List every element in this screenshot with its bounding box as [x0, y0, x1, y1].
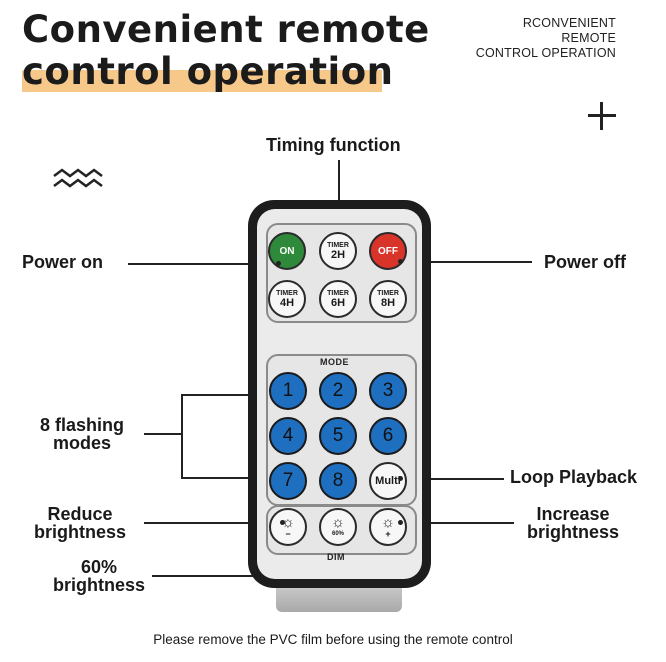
connector-modes-stem: [144, 433, 182, 435]
plus-sign: +: [385, 528, 391, 539]
timer-4h-label: 4H: [279, 296, 295, 309]
mode-6-button[interactable]: 6: [369, 417, 407, 455]
timer-word: TIMER: [276, 289, 298, 297]
label-reduce-brightness: Reduce brightness: [26, 505, 134, 541]
label-line: 8 flashing: [39, 415, 124, 435]
label-8-flashing-modes: 8 flashing modes: [30, 416, 134, 452]
connector-timing: [338, 160, 340, 222]
timer-4h-button[interactable]: TIMER 4H: [268, 280, 306, 318]
zigzag-icon: [53, 168, 103, 188]
label-power-off: Power off: [544, 252, 627, 272]
mode-4-button[interactable]: 4: [269, 417, 307, 455]
mode-5-button[interactable]: 5: [319, 417, 357, 455]
connector-power-on: [128, 263, 278, 265]
subtitle-line: REMOTE: [561, 31, 616, 45]
title-highlight-bar: [22, 70, 382, 92]
timer-2h-button[interactable]: TIMER 2H: [319, 232, 357, 270]
brightness-60-button[interactable]: ☼ 60%: [319, 508, 357, 546]
remote-control: ON TIMER 2H OFF TIMER 4H TIMER 6H TIMER …: [248, 200, 431, 588]
mode-number: 2: [332, 380, 344, 401]
mode-number: 3: [382, 380, 394, 401]
connector-loop: [400, 478, 504, 480]
power-on-button[interactable]: ON: [268, 232, 306, 270]
percent-label: 60%: [331, 530, 344, 537]
timer-word: TIMER: [327, 241, 349, 249]
connector-dot: [398, 259, 403, 264]
subtitle-line: RCONVENIENT: [522, 16, 616, 30]
connector-dot: [398, 476, 403, 481]
mode-2-button[interactable]: 2: [319, 372, 357, 410]
label-line: Reduce: [47, 504, 113, 524]
connector-reduce: [144, 522, 282, 524]
power-off-label: OFF: [378, 245, 398, 257]
label-line: brightness: [526, 522, 619, 542]
mode-1-button[interactable]: 1: [269, 372, 307, 410]
connector-power-off: [400, 261, 532, 263]
timer-word: TIMER: [377, 289, 399, 297]
connector-modes-bottom: [181, 477, 273, 479]
label-line: brightness: [33, 522, 126, 542]
mode-number: 5: [332, 425, 344, 446]
multi-loop-button[interactable]: Multi: [369, 462, 407, 500]
connector-increase: [400, 522, 514, 524]
timer-6h-label: 6H: [330, 296, 346, 309]
timer-8h-button[interactable]: TIMER 8H: [369, 280, 407, 318]
mode-number: 6: [382, 425, 394, 446]
connector-dot: [276, 261, 281, 266]
label-increase-brightness: Increase brightness: [520, 505, 626, 541]
sun-icon: ☼: [331, 513, 345, 531]
footer-note: Please remove the PVC film before using …: [153, 632, 513, 647]
power-on-label: ON: [279, 245, 295, 257]
mode-number: 4: [282, 425, 294, 446]
mode-number: 7: [282, 470, 294, 491]
label-line: modes: [52, 433, 112, 453]
mode-7-button[interactable]: 7: [269, 462, 307, 500]
timer-6h-button[interactable]: TIMER 6H: [319, 280, 357, 318]
label-timing-function: Timing function: [266, 135, 401, 155]
multi-label: Multi: [375, 475, 401, 487]
label-60-brightness: 60% brightness: [44, 558, 154, 594]
power-off-button[interactable]: OFF: [369, 232, 407, 270]
label-line: brightness: [52, 575, 145, 595]
timer-word: TIMER: [327, 289, 349, 297]
remote-stand: [276, 586, 402, 612]
reduce-brightness-button[interactable]: ☼ −: [269, 508, 307, 546]
connector-60: [152, 575, 334, 577]
connector-modes-bracket: [181, 394, 183, 478]
plus-icon: [586, 100, 618, 132]
sun-icon: ☼: [281, 513, 295, 531]
dim-label: DIM: [327, 552, 345, 562]
connector-dot: [280, 520, 285, 525]
mode-label: MODE: [320, 357, 349, 367]
sun-icon: ☼: [381, 513, 395, 531]
label-loop-playback: Loop Playback: [510, 467, 638, 487]
page-title-line1: Convenient remote: [22, 8, 430, 51]
page-subtitle: RCONVENIENT REMOTE CONTROL OPERATION: [476, 16, 616, 61]
label-line: Increase: [536, 504, 610, 524]
label-line: 60%: [80, 557, 118, 577]
page-title-line2: control operation: [22, 50, 394, 93]
mode-8-button[interactable]: 8: [319, 462, 357, 500]
subtitle-line: CONTROL OPERATION: [475, 46, 616, 60]
connector-modes-top: [181, 394, 273, 396]
increase-brightness-button[interactable]: ☼ +: [369, 508, 407, 546]
connector-dot: [398, 520, 403, 525]
minus-sign: −: [285, 528, 291, 539]
mode-3-button[interactable]: 3: [369, 372, 407, 410]
mode-number: 8: [332, 470, 344, 491]
label-power-on: Power on: [22, 252, 104, 272]
timer-2h-label: 2H: [330, 248, 346, 261]
mode-number: 1: [282, 380, 294, 401]
timer-8h-label: 8H: [380, 296, 396, 309]
